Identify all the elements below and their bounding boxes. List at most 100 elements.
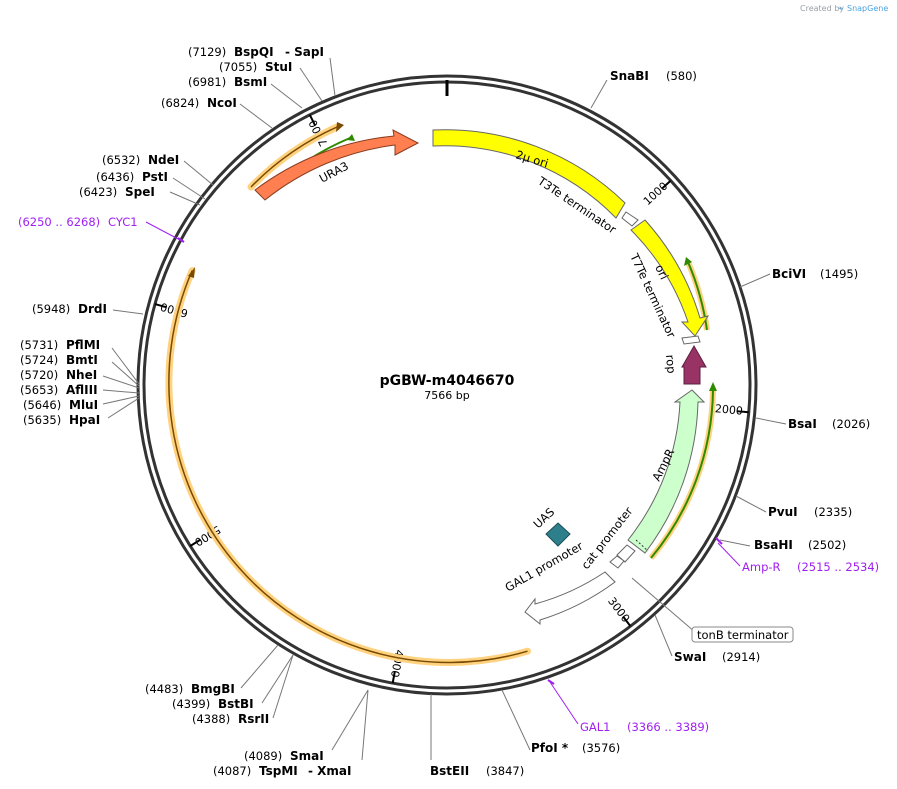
svg-text:RsrII: RsrII: [238, 712, 269, 726]
site-pflmi[interactable]: (5731) PflMI: [20, 338, 100, 352]
leader-bsmi: [270, 83, 303, 109]
site-bmgbi[interactable]: (4483) BmgBI: [145, 682, 235, 696]
site-mlui[interactable]: (5646) MluI: [23, 398, 98, 412]
site-drdi[interactable]: (5948) DrdI: [32, 302, 107, 316]
site-bspqi[interactable]: (7129) BspQI - SapI: [188, 45, 324, 59]
svg-text:BsaHI: BsaHI: [754, 538, 793, 552]
primer-ampr[interactable]: Amp-R (2515 .. 2534): [742, 560, 879, 574]
svg-text:(1495): (1495): [820, 267, 858, 281]
svg-text:- XmaI: - XmaI: [308, 764, 351, 778]
site-bmti[interactable]: (5724) BmtI: [20, 353, 98, 367]
svg-text:(2026): (2026): [832, 417, 870, 431]
site-pfoi[interactable]: PfoI * (3576): [531, 741, 620, 755]
svg-text:HpaI: HpaI: [69, 413, 100, 427]
svg-text:BstEII: BstEII: [430, 764, 469, 778]
svg-text:(6423): (6423): [79, 185, 117, 199]
site-bcivi[interactable]: BciVI (1495): [772, 267, 858, 281]
leader-bmgbi: [240, 644, 279, 689]
svg-text:BmtI: BmtI: [66, 353, 98, 367]
green-arc-amp: [650, 389, 714, 559]
svg-text:(5720): (5720): [20, 368, 58, 382]
site-rsrii[interactable]: (4388) RsrII: [192, 712, 269, 726]
tonb-terminator-label: tonB terminator: [697, 628, 789, 642]
site-bsmi[interactable]: (6981) BsmI: [188, 75, 267, 89]
site-aflii[interactable]: (5653) AflIII: [20, 383, 98, 397]
svg-text:BstBI: BstBI: [218, 697, 254, 711]
svg-text:Amp-R: Amp-R: [742, 560, 781, 574]
svg-text:BsmI: BsmI: [234, 75, 267, 89]
site-tspmi[interactable]: (4087) TspMI - XmaI: [213, 764, 351, 778]
svg-text:(5653): (5653): [20, 383, 58, 397]
site-psti[interactable]: (6436) PstI: [96, 170, 168, 184]
gal1-promoter-tail-feature[interactable]: [609, 555, 625, 569]
leader-gal1-primer: [549, 681, 579, 725]
svg-text:SmaI: SmaI: [290, 749, 324, 763]
plasmid-length: 7566 bp: [424, 389, 469, 402]
leader-drdi: [112, 309, 144, 315]
tick-label-2000: 2000: [714, 402, 743, 417]
site-bstbi[interactable]: (4399) BstBI: [172, 697, 254, 711]
tick-mark-6000: [154, 303, 167, 309]
svg-text:(2335): (2335): [814, 505, 852, 519]
svg-text:StuI: StuI: [265, 60, 292, 74]
leader-cyc1: [145, 221, 181, 241]
svg-text:TspMI: TspMI: [259, 764, 298, 778]
site-spei[interactable]: (6423) SpeI: [79, 185, 155, 199]
tick-mark-4000: [391, 671, 396, 684]
two-mu-ori-feature[interactable]: [432, 129, 626, 219]
rop-feature[interactable]: [681, 344, 707, 385]
svg-text:(6532): (6532): [102, 153, 140, 167]
svg-text:(5948): (5948): [32, 302, 70, 316]
cat-promoter-label: cat promoter: [578, 504, 635, 572]
cat-promoter-feature[interactable]: [616, 544, 636, 563]
site-ndei[interactable]: (6532) NdeI: [102, 153, 179, 167]
svg-text:GAL1: GAL1: [580, 720, 611, 734]
t3te-terminator-feature[interactable]: [621, 211, 639, 227]
site-hpai[interactable]: (5635) HpaI: [23, 413, 100, 427]
site-nhei[interactable]: (5720) NheI: [20, 368, 97, 382]
svg-text:(5731): (5731): [20, 338, 58, 352]
svg-text:PfoI *: PfoI *: [531, 741, 569, 755]
tick-mark-7000: [308, 114, 317, 127]
orf-arrow-top: [336, 122, 344, 132]
primer-gal1[interactable]: GAL1 (3366 .. 3389): [580, 720, 709, 734]
svg-text:PvuI: PvuI: [768, 505, 798, 519]
svg-text:(3576): (3576): [582, 741, 620, 755]
leader-spei: [169, 191, 201, 206]
green-arrow-ori: [684, 257, 692, 266]
site-snabi[interactable]: SnaBI (580): [610, 69, 697, 83]
site-bsai[interactable]: BsaI (2026): [788, 417, 870, 431]
tonb-terminator-box[interactable]: [691, 626, 794, 643]
primer-cyc1[interactable]: (6250 .. 6268) CYC1: [18, 215, 138, 229]
primer-mark-0: [177, 237, 185, 243]
snapgene-logo-icon: ⌁: [838, 4, 843, 14]
gal1-promoter-label: GAL1 promoter: [503, 539, 586, 595]
svg-text:(5646): (5646): [23, 398, 61, 412]
leader-rsrii: [272, 654, 294, 719]
gal1-promoter-feature[interactable]: [524, 571, 616, 626]
ura3-feature[interactable]: [254, 129, 420, 201]
orf-arc-left: [165, 267, 531, 666]
leader-pvui: [735, 495, 767, 513]
svg-text:(2502): (2502): [808, 538, 846, 552]
site-smai[interactable]: (4089) SmaI: [244, 749, 324, 763]
tick-label-3000: 3000: [605, 595, 632, 625]
svg-text:(4087): (4087): [213, 764, 251, 778]
ori-feature[interactable]: [630, 219, 710, 337]
leader-swai: [654, 614, 673, 657]
primer-mark-1: [715, 537, 723, 545]
site-pvui[interactable]: PvuI (2335): [768, 505, 852, 519]
svg-text:BspQI: BspQI: [234, 45, 274, 59]
t7te-terminator-feature[interactable]: [681, 335, 701, 345]
uas-feature[interactable]: [545, 522, 571, 547]
site-ncoi[interactable]: (6824) NcoI: [161, 96, 237, 110]
svg-text:(5724): (5724): [20, 353, 58, 367]
site-stui[interactable]: (7055) StuI: [219, 60, 292, 74]
leader-tspmi: [361, 689, 369, 761]
site-swai[interactable]: SwaI (2914): [674, 650, 760, 664]
site-bsteii[interactable]: BstEII (3847): [430, 764, 524, 778]
ampr-feature[interactable]: [627, 389, 706, 554]
site-bsahi[interactable]: BsaHI (2502): [754, 538, 846, 552]
rop-label: rop: [663, 354, 679, 374]
svg-text:(4399): (4399): [172, 697, 210, 711]
